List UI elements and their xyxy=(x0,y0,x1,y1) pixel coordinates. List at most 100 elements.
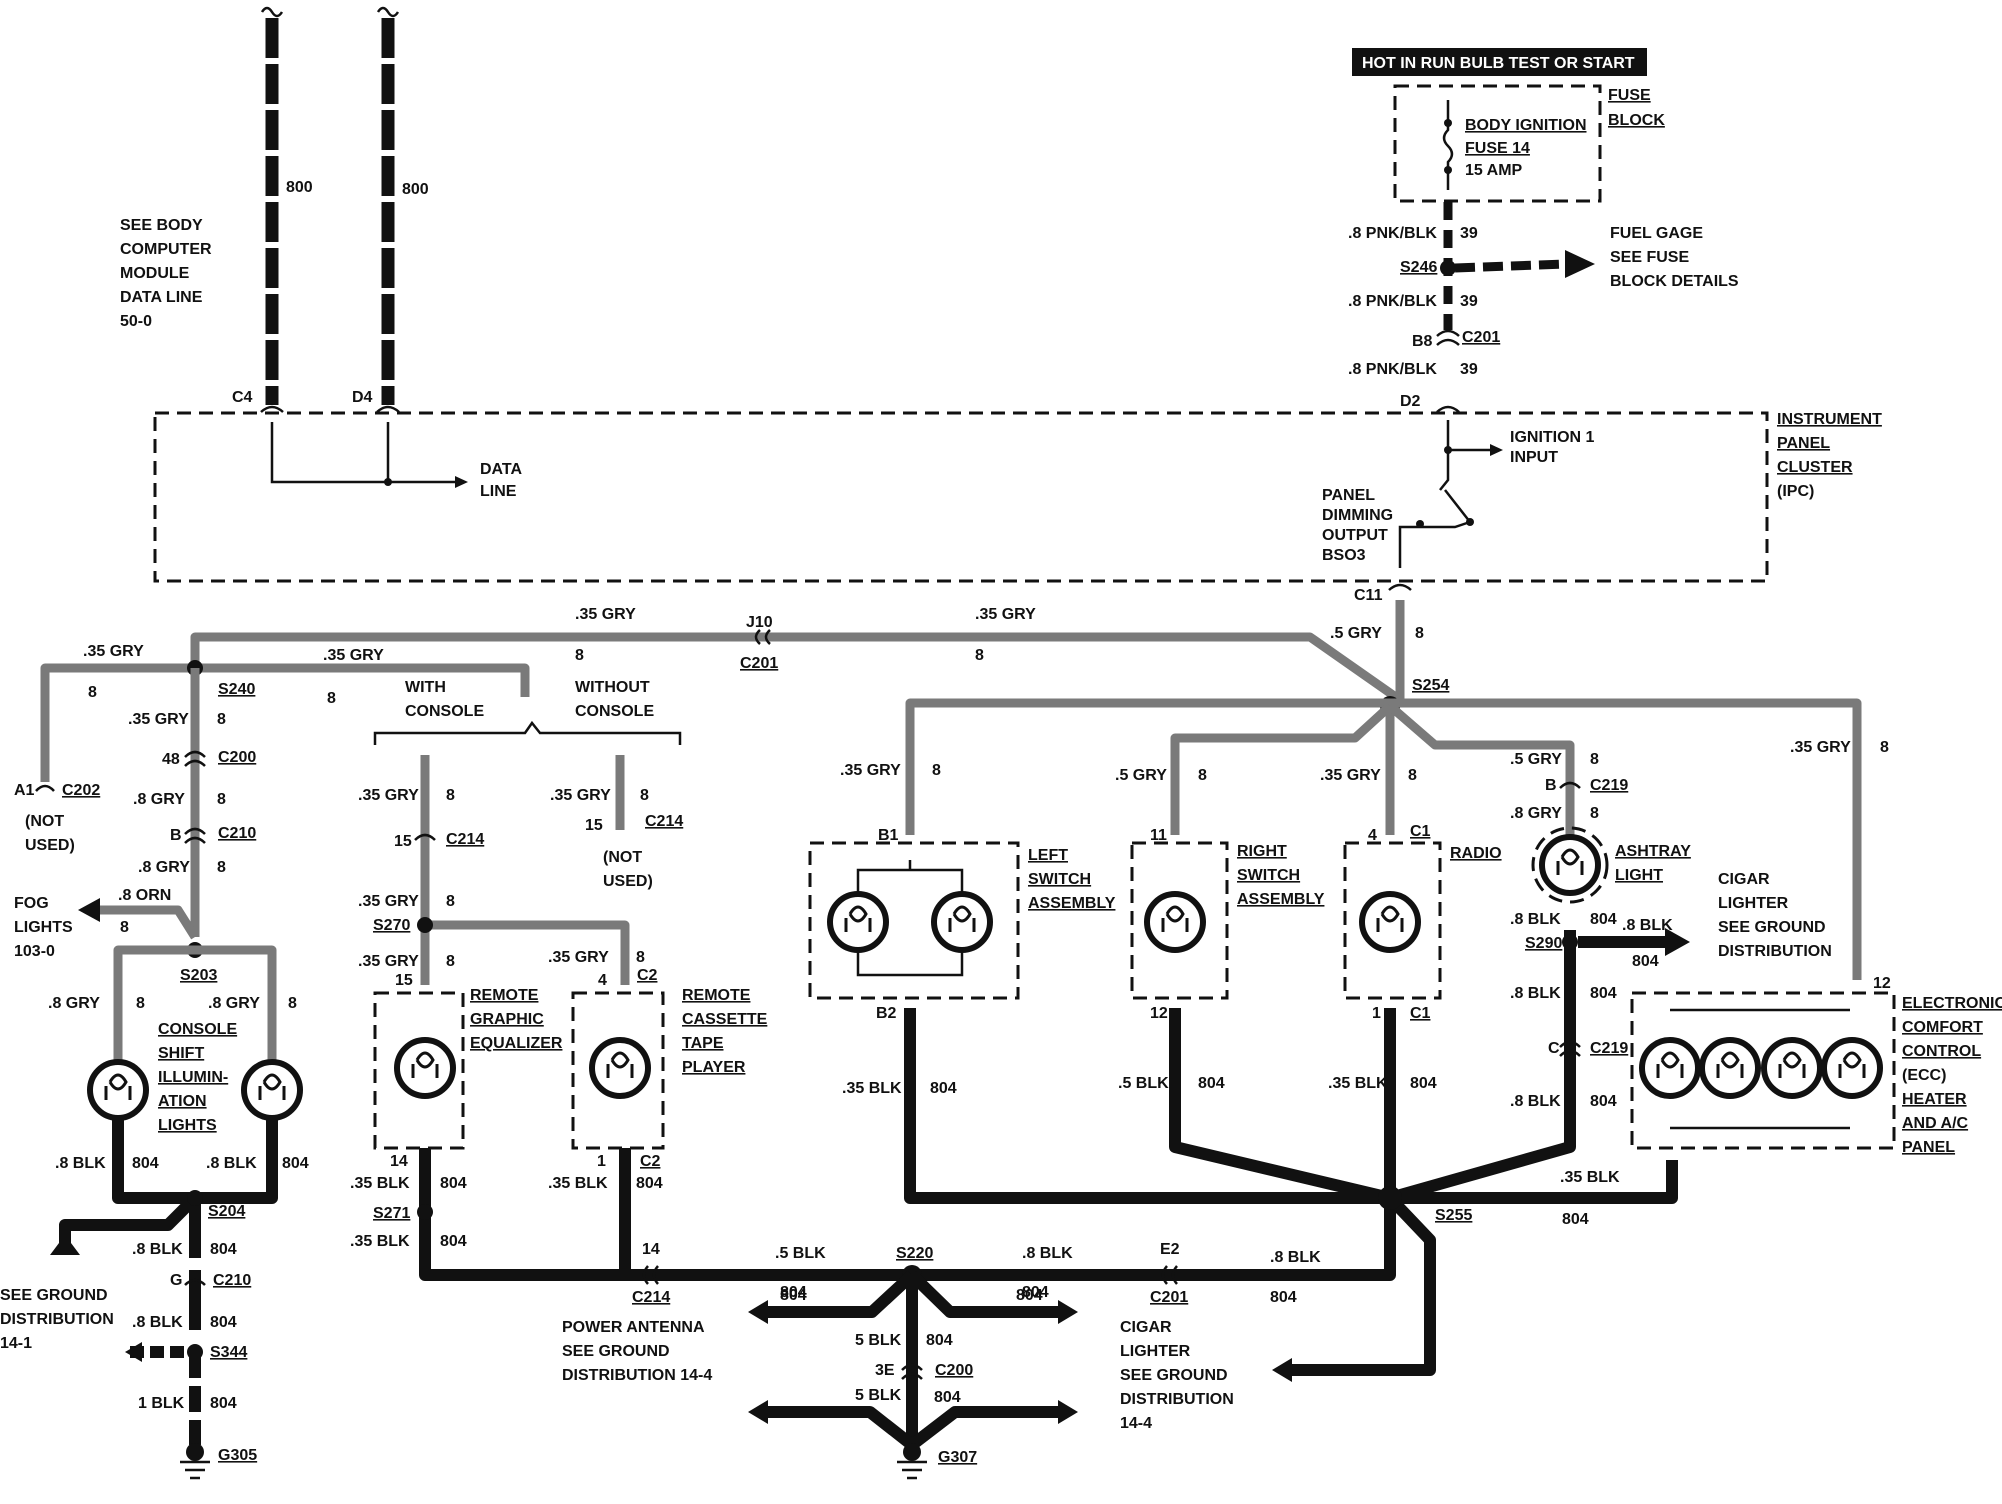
ls-gnd-label: .35 BLK xyxy=(842,1080,902,1097)
bus-wire-circuit-a: 8 xyxy=(575,647,584,664)
ground-g307-label: G307 xyxy=(938,1449,977,1466)
ash-gnd-label: .8 BLK xyxy=(1510,911,1561,928)
option-bracket xyxy=(373,720,682,745)
connector-c200-symbol xyxy=(184,750,206,767)
console-bulb-feed xyxy=(113,945,277,1060)
connector-c210-symbol xyxy=(184,827,206,844)
ignition-input-line xyxy=(1439,420,1490,491)
splice-s220-label: S220 xyxy=(896,1245,933,1262)
ecc-label-4: (ECC) xyxy=(1902,1067,1946,1084)
splice-s290-label: S290 xyxy=(1525,935,1562,952)
ash-wire-circuit: 8 xyxy=(1590,751,1599,768)
console-label-2: SHIFT xyxy=(158,1045,204,1062)
data-line-label-1: DATA xyxy=(480,461,523,478)
splice-s246 xyxy=(1440,260,1456,276)
console-left-wire-circuit: 8 xyxy=(136,995,145,1012)
antenna-1: POWER ANTENNA xyxy=(562,1319,705,1336)
s220-left-circuit: 804 xyxy=(780,1287,807,1304)
console-gnd-label-l: .8 BLK xyxy=(55,1155,106,1172)
power-header: HOT IN RUN BULB TEST OR START xyxy=(1362,55,1635,72)
g307-left-arrow xyxy=(748,1400,768,1424)
dimming-label-3: OUTPUT xyxy=(1322,527,1388,544)
radio-wire-label: .35 GRY xyxy=(1320,767,1381,784)
nc-wire-label: .35 GRY xyxy=(550,787,611,804)
ecc-bulb-1 xyxy=(1642,1040,1698,1096)
g307-wire-circuit-2: 804 xyxy=(934,1389,961,1406)
see-ground-3: 14-1 xyxy=(0,1335,32,1352)
console-bulb-left xyxy=(90,1062,146,1118)
dimming-label-1: PANEL xyxy=(1322,487,1375,504)
s344-arrow xyxy=(125,1342,142,1362)
ash-gnd-circuit-3: 804 xyxy=(1590,1093,1617,1110)
bus-wire-label-b: .35 GRY xyxy=(975,606,1036,623)
right-switch-label-2: SWITCH xyxy=(1237,867,1300,884)
left-switch-internal xyxy=(856,860,964,977)
cassette-bulb xyxy=(592,1040,648,1096)
ground-g305-label: G305 xyxy=(218,1447,257,1464)
g307-wire-label-2: 5 BLK xyxy=(855,1387,902,1404)
console-ground xyxy=(59,1118,278,1245)
fuel-gage-wire xyxy=(1454,259,1566,273)
fog-lights-3: 103-0 xyxy=(14,943,55,960)
dimming-bus: S240 J10 C201 .35 GRY 8 .35 GRY 8 .5 GRY… xyxy=(14,600,1424,854)
ecc-bulb-2 xyxy=(1702,1040,1758,1096)
s220-left-arrow xyxy=(748,1300,768,1324)
connector-c219g-label: C219 xyxy=(1590,1040,1628,1057)
cassette-wire-circuit: 8 xyxy=(636,949,645,966)
ls-wire-label: .35 GRY xyxy=(840,762,901,779)
console-options: WITH CONSOLE WITHOUT CONSOLE .35 GRY 8 1… xyxy=(358,679,768,1150)
g307-branches xyxy=(768,1406,1060,1450)
left-switch-bulb-1 xyxy=(830,894,886,950)
right-switch-feed xyxy=(1170,702,1394,835)
pin-g: G xyxy=(170,1272,182,1289)
connector-c219g-symbol xyxy=(1559,1040,1581,1057)
cigar-label-3: SEE GROUND xyxy=(1718,919,1826,936)
ecc-label-5: HEATER xyxy=(1902,1091,1967,1108)
cigar-ground-5: 14-4 xyxy=(1120,1415,1152,1432)
connector-c202-symbol xyxy=(35,784,55,792)
antenna-2: SEE GROUND xyxy=(562,1343,670,1360)
bus-wire-label-e: .35 GRY xyxy=(323,647,384,664)
bcm-data-line: 800 800 SEE BODY COMPUTER MODULE DATA LI… xyxy=(120,6,429,413)
console-label-5: LIGHTS xyxy=(158,1117,217,1134)
connector-c4-symbol xyxy=(260,405,284,413)
bcm-note-5: 50-0 xyxy=(120,313,152,330)
ecc-label-6: AND A/C xyxy=(1902,1115,1969,1132)
ecc-wire-label: .35 GRY xyxy=(1790,739,1851,756)
ash-wire-label: .5 GRY xyxy=(1510,751,1562,768)
s220-right-arrow xyxy=(1058,1300,1078,1324)
console-wire-circuit-1: 8 xyxy=(217,711,226,728)
ecc-box xyxy=(1630,991,1896,1150)
ecc-gnd-circuit: 804 xyxy=(1562,1211,1589,1228)
wire-break-c4 xyxy=(260,6,284,18)
ipc-outline xyxy=(153,411,1769,583)
connector-c202-label: C202 xyxy=(62,782,100,799)
without-console-1: WITHOUT xyxy=(575,679,650,696)
left-switch-label-2: SWITCH xyxy=(1028,871,1091,888)
ecc-bulb-3 xyxy=(1764,1040,1820,1096)
c202-not-used-2: USED) xyxy=(25,837,75,854)
bus-wire-label-c: .5 GRY xyxy=(1330,625,1382,642)
fuse-block-outline xyxy=(1393,84,1602,203)
fuse-block-label: FUSE xyxy=(1608,87,1651,104)
lower-bus-label-1: .5 BLK xyxy=(775,1245,826,1262)
console-gnd-label-3: .8 BLK xyxy=(132,1314,183,1331)
splice-s204 xyxy=(187,1190,203,1206)
radio-gnd-circuit: 804 xyxy=(1410,1075,1437,1092)
fuse-terminal-top xyxy=(1444,119,1452,127)
radio-gnd-c1: C1 xyxy=(1410,1005,1431,1022)
bus-wire-label-a: .35 GRY xyxy=(575,606,636,623)
bus-wire-circuit-b: 8 xyxy=(975,647,984,664)
connector-c210g-label: C210 xyxy=(213,1272,251,1289)
fuel-gage-arrow xyxy=(1565,250,1595,278)
c214g-pin-14: 14 xyxy=(642,1241,660,1258)
lower-bus-circuit-3: 804 xyxy=(1270,1289,1297,1306)
pin-c4: C4 xyxy=(232,389,253,406)
rs-pin-12: 12 xyxy=(1150,1005,1168,1022)
ashtray-bulb xyxy=(1542,837,1598,893)
g307-wire-label: 5 BLK xyxy=(855,1332,902,1349)
ipc-label-1: INSTRUMENT xyxy=(1777,411,1882,428)
ignition-feed: .8 PNK/BLK 39 S246 FUEL GAGE SEE FUSE BL… xyxy=(1348,202,1739,413)
bcm-note-4: DATA LINE xyxy=(120,289,203,306)
pin-15: 15 xyxy=(394,833,412,850)
